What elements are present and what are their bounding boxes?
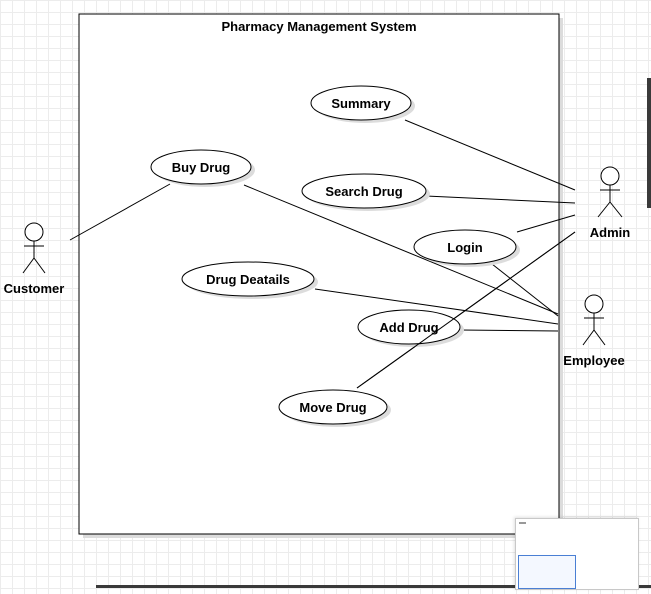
use-case-login[interactable]: Login bbox=[413, 229, 520, 267]
use-case-buy-drug[interactable]: Buy Drug bbox=[150, 149, 255, 187]
use-case-label: Login bbox=[447, 240, 482, 255]
actor-right-leg bbox=[609, 201, 623, 218]
association-add-drug-employee[interactable] bbox=[459, 329, 559, 332]
actor-head bbox=[600, 166, 620, 186]
vertical-scrollbar[interactable] bbox=[647, 78, 651, 208]
system-title: Pharmacy Management System bbox=[221, 19, 416, 34]
use-case-search-drug[interactable]: Search Drug bbox=[301, 173, 430, 211]
outline-viewport[interactable] bbox=[518, 555, 576, 589]
use-case-summary[interactable]: Summary bbox=[310, 85, 415, 123]
use-case-label: Search Drug bbox=[325, 184, 402, 199]
association-search-drug-admin[interactable] bbox=[425, 195, 576, 204]
use-case-label: Buy Drug bbox=[172, 160, 231, 175]
use-case-move-drug[interactable]: Move Drug bbox=[278, 389, 391, 427]
actor-right-leg bbox=[593, 329, 606, 346]
use-case-label: Move Drug bbox=[299, 400, 366, 415]
actor-customer[interactable] bbox=[22, 222, 46, 274]
outline-mini-mark bbox=[519, 522, 526, 524]
actor-employee[interactable] bbox=[582, 294, 606, 346]
association-customer-buy-drug[interactable] bbox=[69, 183, 171, 241]
use-case-ellipse bbox=[181, 261, 315, 297]
actor-admin-label: Admin bbox=[590, 225, 631, 240]
use-case-add-drug[interactable]: Add Drug bbox=[357, 309, 464, 347]
use-case-label: Add Drug bbox=[379, 320, 438, 335]
use-case-ellipse bbox=[310, 85, 412, 121]
association-login-admin[interactable] bbox=[516, 214, 576, 233]
actor-customer-label: Customer bbox=[4, 281, 65, 296]
actor-left-leg bbox=[582, 329, 595, 346]
actor-admin[interactable] bbox=[597, 166, 623, 218]
association-buy-drug-employee[interactable] bbox=[243, 184, 559, 315]
association-drug-details-employee[interactable] bbox=[314, 288, 559, 325]
association-summary-admin[interactable] bbox=[404, 119, 576, 191]
use-case-ellipse bbox=[150, 149, 252, 185]
outline-panel[interactable] bbox=[515, 518, 639, 590]
use-case-label: Summary bbox=[331, 96, 391, 111]
actor-head bbox=[584, 294, 604, 314]
use-case-ellipse bbox=[413, 229, 517, 265]
actor-left-leg bbox=[597, 201, 611, 218]
use-case-ellipse bbox=[357, 309, 461, 345]
actor-head bbox=[24, 222, 44, 242]
use-case-ellipse bbox=[301, 173, 427, 209]
use-case-label: Drug Deatails bbox=[206, 272, 290, 287]
system-boundary[interactable] bbox=[78, 13, 560, 535]
horizontal-scrollbar[interactable] bbox=[96, 585, 651, 588]
use-case-ellipse bbox=[278, 389, 388, 425]
associations bbox=[69, 119, 576, 389]
actor-left-leg bbox=[22, 257, 35, 274]
association-move-drug-admin-overlay bbox=[356, 231, 576, 389]
use-case-drug-details[interactable]: Drug Deatails bbox=[181, 261, 318, 299]
association-login-employee[interactable] bbox=[491, 263, 559, 317]
actor-employee-label: Employee bbox=[563, 353, 624, 368]
actor-right-leg bbox=[33, 257, 46, 274]
